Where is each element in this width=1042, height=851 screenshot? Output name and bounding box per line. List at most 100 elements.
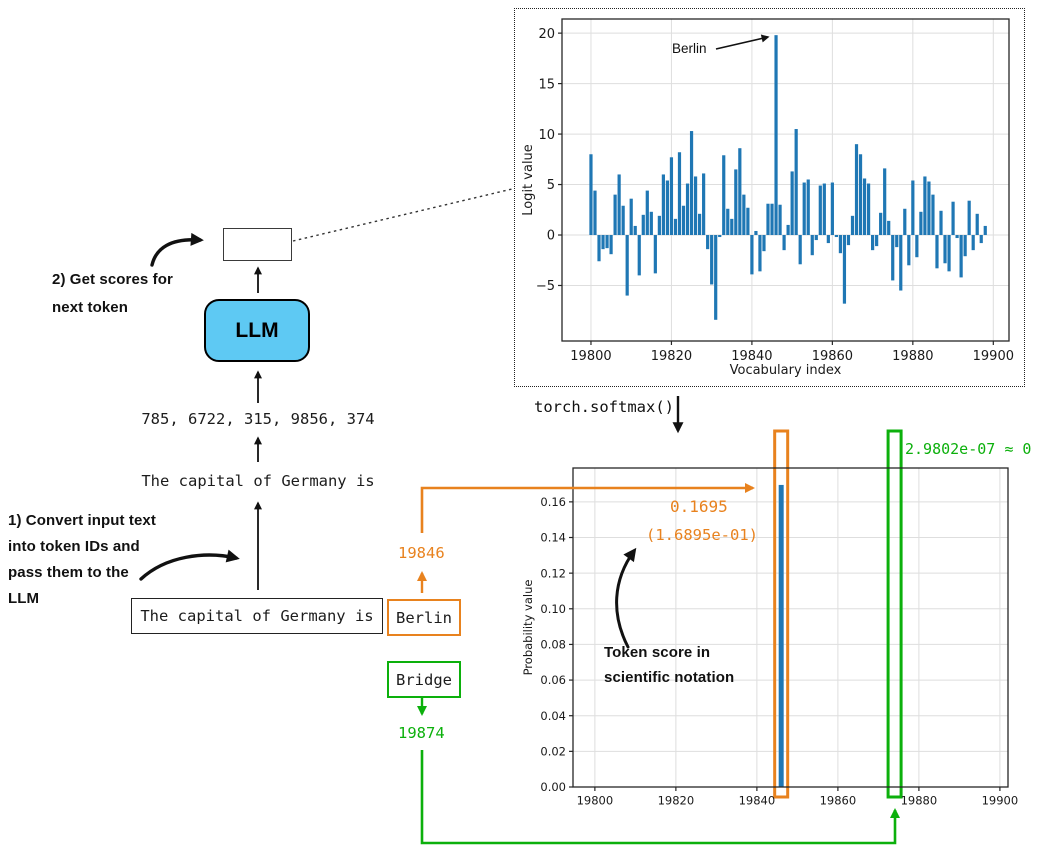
bar [593,190,597,236]
bar [979,235,983,244]
bar [706,235,710,250]
bar [830,182,834,236]
prompt-box: The capital of Germany is [131,598,383,634]
bridge-highlight [886,429,903,799]
bar [601,235,605,250]
x-tick-label: 19840 [731,349,772,364]
bar [597,235,601,262]
y-tick-label: 0.02 [540,744,566,758]
x-tick-label: 19800 [577,794,614,808]
bar [883,168,887,236]
bar [923,176,927,236]
step1-line1: 1) Convert input text [8,512,156,529]
bar [613,194,617,236]
y-tick-label: −5 [536,279,555,294]
y-tick-label: 0.12 [540,566,566,580]
x-tick-label: 19900 [982,794,1019,808]
bar [714,235,718,320]
token-score-line2: scientific notation [604,669,735,686]
bar [770,203,774,236]
bar [891,235,895,281]
bar [766,203,770,236]
bar [858,154,863,236]
step1-line3: pass them to the [8,564,129,581]
bar [786,224,790,236]
bar [738,148,742,236]
bar [963,235,967,257]
y-tick-label: 0.08 [540,638,566,652]
bar [971,235,975,251]
bar [685,183,690,236]
bar [742,194,746,236]
step1-line2: into token IDs and [8,538,140,555]
bar [919,211,923,236]
bar [605,235,609,249]
plot-border [572,467,1009,788]
gridlines [562,19,1009,341]
token-ids-text: 785, 6722, 315, 9856, 374 [141,410,375,428]
x-tick-label: 19860 [820,794,857,808]
bar [854,144,859,236]
bar [778,484,784,787]
y-tick-label: 0 [547,229,555,244]
bar [657,215,661,236]
bar [722,155,726,236]
bar [758,235,762,272]
bar [661,174,665,236]
bar [939,210,943,236]
bar [617,174,621,236]
bar [967,200,971,236]
step1-line4: LLM [8,590,40,607]
bar [689,131,694,236]
bar [629,198,633,236]
bar [822,183,826,236]
berlin-token-id: 19846 [398,544,445,562]
bar [681,205,686,236]
y-tick-label: 5 [547,178,555,193]
bar [774,35,778,236]
bar [879,212,883,236]
y-axis-label: Logit value [521,144,536,216]
x-tick-label: 19860 [812,349,853,364]
y-axis-label: Probability value [521,580,535,676]
bar [693,176,698,236]
bar [907,235,911,266]
bridge-token-box: Bridge [387,661,461,698]
bar [637,235,641,276]
bar [955,235,959,239]
x-tick-label: 19880 [901,794,938,808]
bar [734,169,738,236]
bar [818,185,822,236]
bar [814,235,818,241]
bar [931,194,935,236]
bridge-token-id: 19874 [398,724,445,742]
bar [653,235,657,274]
bar [589,154,593,236]
y-tick-label: 15 [538,77,555,92]
bar [959,235,963,278]
bridge-prob-note: 2.9802e-07 ≈ 0 [905,440,1032,458]
x-tick-label: 19840 [739,794,776,808]
y-tick-label: 0.10 [540,602,566,616]
bar [842,235,847,304]
bar [754,230,758,236]
y-tick-label: 0.04 [540,709,566,723]
output-logits-box [223,228,292,261]
bar [633,225,637,236]
bar [871,235,875,251]
bar [698,213,702,236]
x-tick-label: 19820 [658,794,695,808]
token-score-line1: Token score in [604,644,711,661]
bar [641,214,645,236]
bar [983,225,987,236]
bar [750,235,754,275]
step2-line2: next token [52,299,129,316]
x-tick-label: 19880 [892,349,933,364]
bar [673,218,678,236]
bar [625,235,629,296]
bar [645,190,649,236]
logits-panel-border [514,8,1025,387]
bar [899,235,903,291]
step2-label: 2) Get scores for next token [52,266,173,322]
